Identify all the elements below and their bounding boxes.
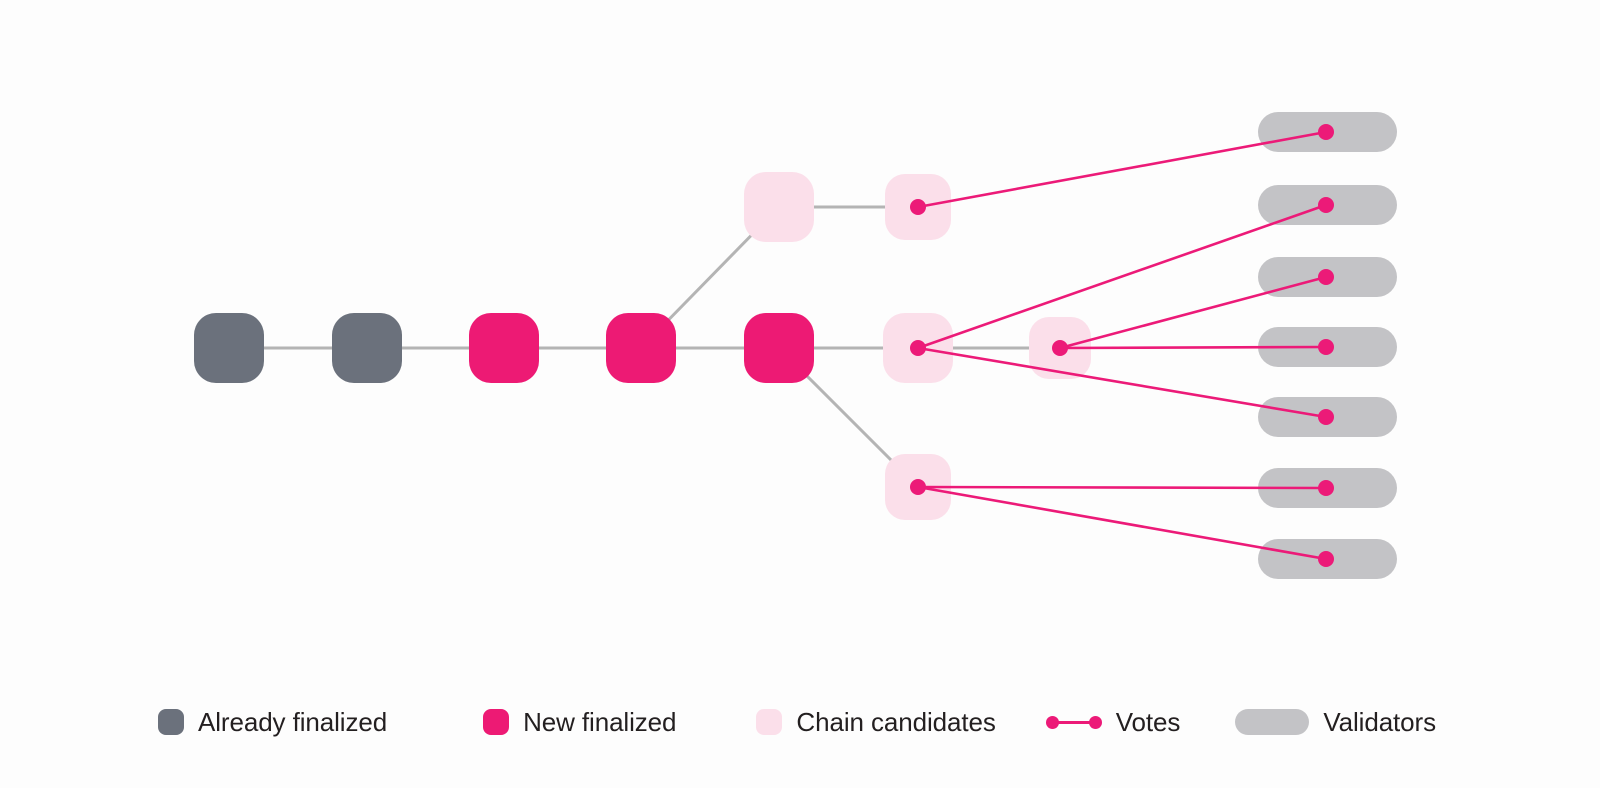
vote-dot-v5 (1318, 409, 1334, 425)
legend-item-votes[interactable]: Votes (1045, 702, 1181, 742)
vote-dot-v4 (1318, 339, 1334, 355)
legend: Already finalized New finalized Chain ca… (0, 694, 1600, 750)
legend-label-already-finalized: Already finalized (198, 706, 388, 737)
legend-label-chain-candidates: Chain candidates (796, 706, 996, 737)
vote-line-c2-v1 (916, 130, 1328, 209)
vote-lines-layer (916, 130, 1328, 561)
legend-swatch-votes-icon (1045, 709, 1102, 735)
connector-n5-c5 (800, 369, 898, 467)
connector-lines-layer (264, 205, 1029, 467)
legend-swatch-already-finalized-icon (158, 709, 184, 735)
legend-swatch-validators-icon (1235, 709, 1310, 735)
legend-item-already-finalized[interactable]: Already finalized (158, 702, 387, 742)
vote-line-c4-v3 (1058, 275, 1328, 350)
legend-item-new-finalized[interactable]: New finalized (483, 702, 677, 742)
vote-dot-v2 (1318, 197, 1334, 213)
vote-dot-v6 (1318, 480, 1334, 496)
connector-n4-c1 (662, 228, 758, 327)
vote-line-c3-v2 (916, 203, 1328, 350)
vote-line-c4-v4 (1058, 345, 1328, 350)
legend-swatch-new-finalized-icon (483, 709, 510, 735)
vote-line-c3-v5 (916, 346, 1328, 419)
block-node-n3-new-finalized[interactable] (469, 313, 539, 383)
legend-swatch-chain-candidates-icon (756, 709, 783, 735)
block-nodes-layer (194, 172, 1091, 520)
vote-line-c5-v6 (916, 485, 1328, 490)
vote-line-c5-v7 (916, 485, 1328, 561)
block-node-n1-already-finalized[interactable] (194, 313, 264, 383)
votes-line-icon (1050, 721, 1097, 724)
vote-dot-v7 (1318, 551, 1334, 567)
vote-dot-v1 (1318, 124, 1334, 140)
legend-label-votes: Votes (1115, 706, 1181, 737)
block-node-c1-chain-candidate[interactable] (744, 172, 814, 242)
vote-dot-c4 (1052, 340, 1068, 356)
block-node-n4-new-finalized[interactable] (606, 313, 676, 383)
legend-label-new-finalized: New finalized (523, 706, 677, 737)
legend-item-validators[interactable]: Validators (1235, 702, 1436, 742)
votes-dot-right-icon (1088, 715, 1102, 729)
block-node-n2-already-finalized[interactable] (332, 313, 402, 383)
legend-item-chain-candidates[interactable]: Chain candidates (756, 702, 996, 742)
vote-dot-c2 (910, 199, 926, 215)
vote-dots-layer (910, 124, 1334, 567)
vote-dot-c3 (910, 340, 926, 356)
legend-label-validators: Validators (1323, 706, 1436, 737)
block-node-n5-new-finalized[interactable] (744, 313, 814, 383)
vote-dot-c5 (910, 479, 926, 495)
vote-dot-v3 (1318, 269, 1334, 285)
